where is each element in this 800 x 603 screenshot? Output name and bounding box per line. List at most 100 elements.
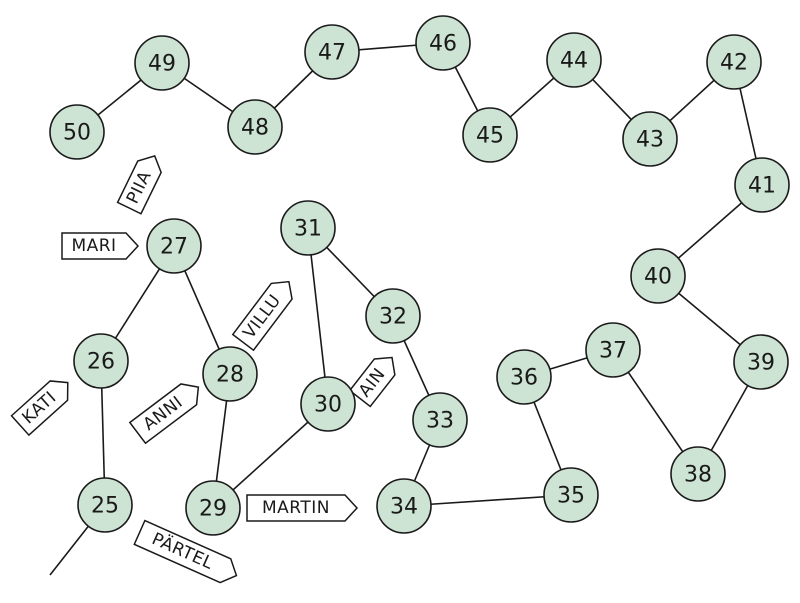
node-circle: [73, 333, 129, 389]
name-tag-ain: AIN: [348, 356, 396, 408]
node-label: 33: [426, 409, 454, 434]
node-circle: [412, 392, 468, 448]
name-tag-piia: PIIA: [116, 155, 162, 215]
name-tag-villu: VILLU: [231, 280, 293, 352]
node-45: 45: [462, 107, 518, 163]
node-label: 44: [560, 49, 588, 74]
name-tag-shape: [246, 494, 359, 522]
node-label: 50: [63, 121, 91, 146]
node-circle: [496, 349, 552, 405]
node-39: 39: [733, 334, 789, 390]
edge-31-30: [307, 227, 329, 405]
name-tag-shape: [348, 356, 396, 408]
node-circle: [706, 34, 762, 90]
edge-35-34: [403, 494, 572, 507]
node-32: 32: [365, 288, 421, 344]
node-label: 48: [241, 116, 269, 141]
name-tag-shape: [231, 280, 293, 352]
node-46: 46: [415, 15, 471, 71]
node-label: 27: [160, 235, 188, 260]
node-30: 30: [300, 376, 356, 432]
node-25: 25: [77, 477, 133, 533]
name-tag-kati: KATI: [10, 380, 69, 437]
node-label: 34: [390, 495, 418, 520]
node-circle: [622, 111, 678, 167]
node-49: 49: [134, 35, 190, 91]
node-label: 43: [636, 128, 664, 153]
name-tag-martin: MARTIN: [246, 494, 359, 522]
node-label: 47: [318, 41, 346, 66]
node-label: 42: [720, 51, 748, 76]
node-36: 36: [496, 349, 552, 405]
node-label: 39: [747, 351, 775, 376]
node-circle: [300, 376, 356, 432]
node-42: 42: [706, 34, 762, 90]
name-tag-shape: [133, 519, 238, 584]
node-circle: [146, 218, 202, 274]
name-tag-shape: [61, 232, 140, 260]
node-28: 28: [202, 346, 258, 402]
node-label: 45: [476, 124, 504, 149]
node-label: 29: [199, 497, 227, 522]
name-tag-mari: MARI: [61, 232, 140, 260]
node-circle: [185, 480, 241, 536]
node-37: 37: [585, 322, 641, 378]
name-tag-label: MARI: [71, 236, 116, 256]
name-tag-shape: [116, 155, 162, 215]
node-circle: [585, 322, 641, 378]
node-27: 27: [146, 218, 202, 274]
node-circle: [376, 478, 432, 534]
node-circle: [365, 288, 421, 344]
node-label: 28: [216, 363, 244, 388]
node-circle: [734, 157, 790, 213]
node-label: 49: [148, 52, 176, 77]
node-47: 47: [304, 24, 360, 80]
node-circle: [543, 467, 599, 523]
node-41: 41: [734, 157, 790, 213]
name-tag-anni: ANNI: [128, 383, 200, 445]
node-circle: [77, 477, 133, 533]
node-44: 44: [546, 32, 602, 88]
node-circle: [227, 99, 283, 155]
node-38: 38: [670, 446, 726, 502]
node-31: 31: [280, 200, 336, 256]
node-label: 26: [87, 350, 115, 375]
node-label: 40: [644, 265, 672, 290]
node-circle: [134, 35, 190, 91]
node-circle: [49, 104, 105, 160]
name-tag-shape: [10, 380, 69, 437]
node-label: 31: [294, 217, 322, 242]
name-tag-label: PÄRTEL: [149, 528, 217, 574]
node-circle: [630, 248, 686, 304]
node-circle: [202, 346, 258, 402]
node-label: 46: [429, 32, 457, 57]
node-43: 43: [622, 111, 678, 167]
node-circle: [415, 15, 471, 71]
node-label: 36: [510, 366, 538, 391]
node-34: 34: [376, 478, 432, 534]
node-label: 38: [684, 463, 712, 488]
tags-layer: PIIA MARI VILLU ANNI KATI AIN MARTIN PÄRTEL: [10, 155, 396, 584]
node-35: 35: [543, 467, 599, 523]
node-40: 40: [630, 248, 686, 304]
node-label: 41: [748, 174, 776, 199]
node-label: 32: [379, 305, 407, 330]
node-48: 48: [227, 99, 283, 155]
name-tag-shape: [128, 383, 200, 445]
node-circle: [670, 446, 726, 502]
node-label: 37: [599, 339, 627, 364]
node-29: 29: [185, 480, 241, 536]
node-50: 50: [49, 104, 105, 160]
node-33: 33: [412, 392, 468, 448]
node-circle: [462, 107, 518, 163]
node-label: 35: [557, 484, 585, 509]
nodes-layer: 25 26 27 28 29 30 31 32 33 34 35 36 37 38 39 40 41 42 43 44…: [49, 15, 790, 536]
node-circle: [733, 334, 789, 390]
node-circle: [304, 24, 360, 80]
node-label: 30: [314, 393, 342, 418]
node-label: 25: [91, 494, 119, 519]
node-circle: [546, 32, 602, 88]
name-tag-label: MARTIN: [262, 498, 330, 518]
node-26: 26: [73, 333, 129, 389]
